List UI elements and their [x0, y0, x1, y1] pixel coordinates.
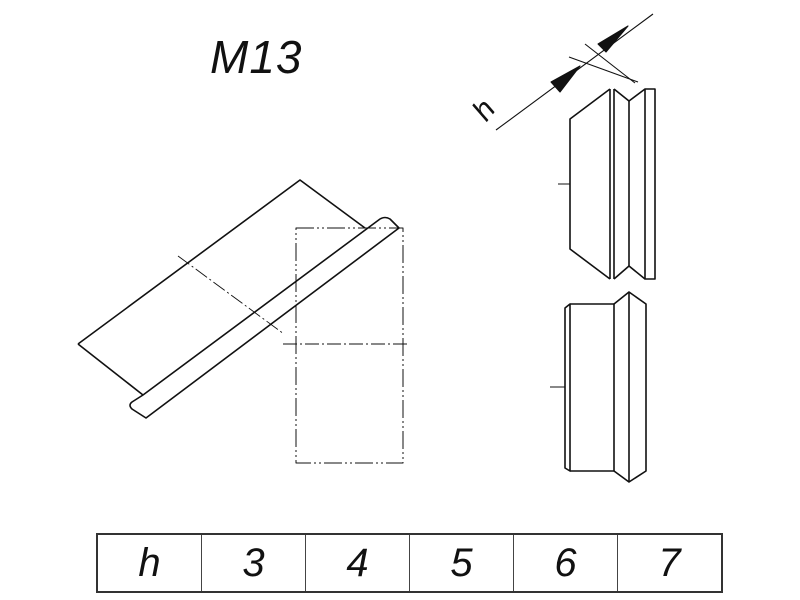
table-cell: 6	[514, 535, 618, 591]
table-cell: 5	[410, 535, 514, 591]
center-lines	[177, 255, 410, 345]
table-cell: 3	[202, 535, 306, 591]
angled-plate	[77, 179, 366, 396]
table-cell: 4	[306, 535, 410, 591]
technical-drawing: h	[77, 13, 656, 483]
table-header-cell: h	[98, 535, 202, 591]
phantom-rectangle	[295, 227, 404, 464]
profile-top	[558, 88, 656, 280]
drawing-title: M13	[210, 31, 303, 83]
dimension-h	[495, 13, 654, 131]
table-cell: 7	[658, 540, 681, 585]
dimension-table: h 3 4 5 6 7	[96, 533, 723, 593]
dimension-label: h	[466, 93, 502, 126]
angled-strip	[129, 216, 400, 419]
profile-bottom	[550, 291, 647, 483]
